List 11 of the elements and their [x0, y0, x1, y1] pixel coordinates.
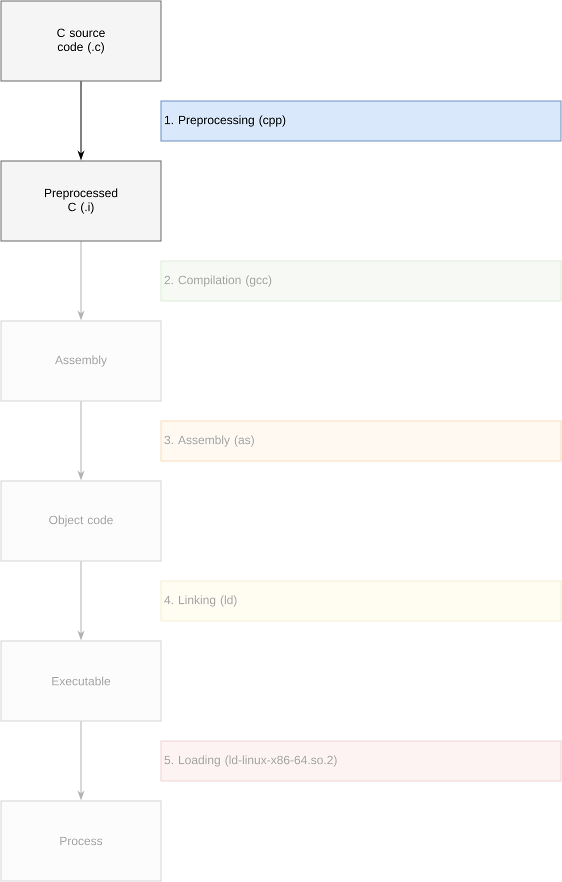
stage-box: C source code (.c): [0, 0, 162, 82]
stage-box: Executable: [0, 640, 162, 722]
step-bar: 5. Loading (ld-linux-x86-64.so.2): [160, 740, 562, 782]
stage-box: Assembly: [0, 320, 162, 402]
step-bar: 3. Assembly (as): [160, 420, 562, 462]
step-bar: 4. Linking (ld): [160, 580, 562, 622]
step-bar: 1. Preprocessing (cpp): [160, 100, 562, 142]
stage-box: Preprocessed C (.i): [0, 160, 162, 242]
stage-box: Process: [0, 800, 162, 882]
step-bar: 2. Compilation (gcc): [160, 260, 562, 302]
stage-box: Object code: [0, 480, 162, 562]
